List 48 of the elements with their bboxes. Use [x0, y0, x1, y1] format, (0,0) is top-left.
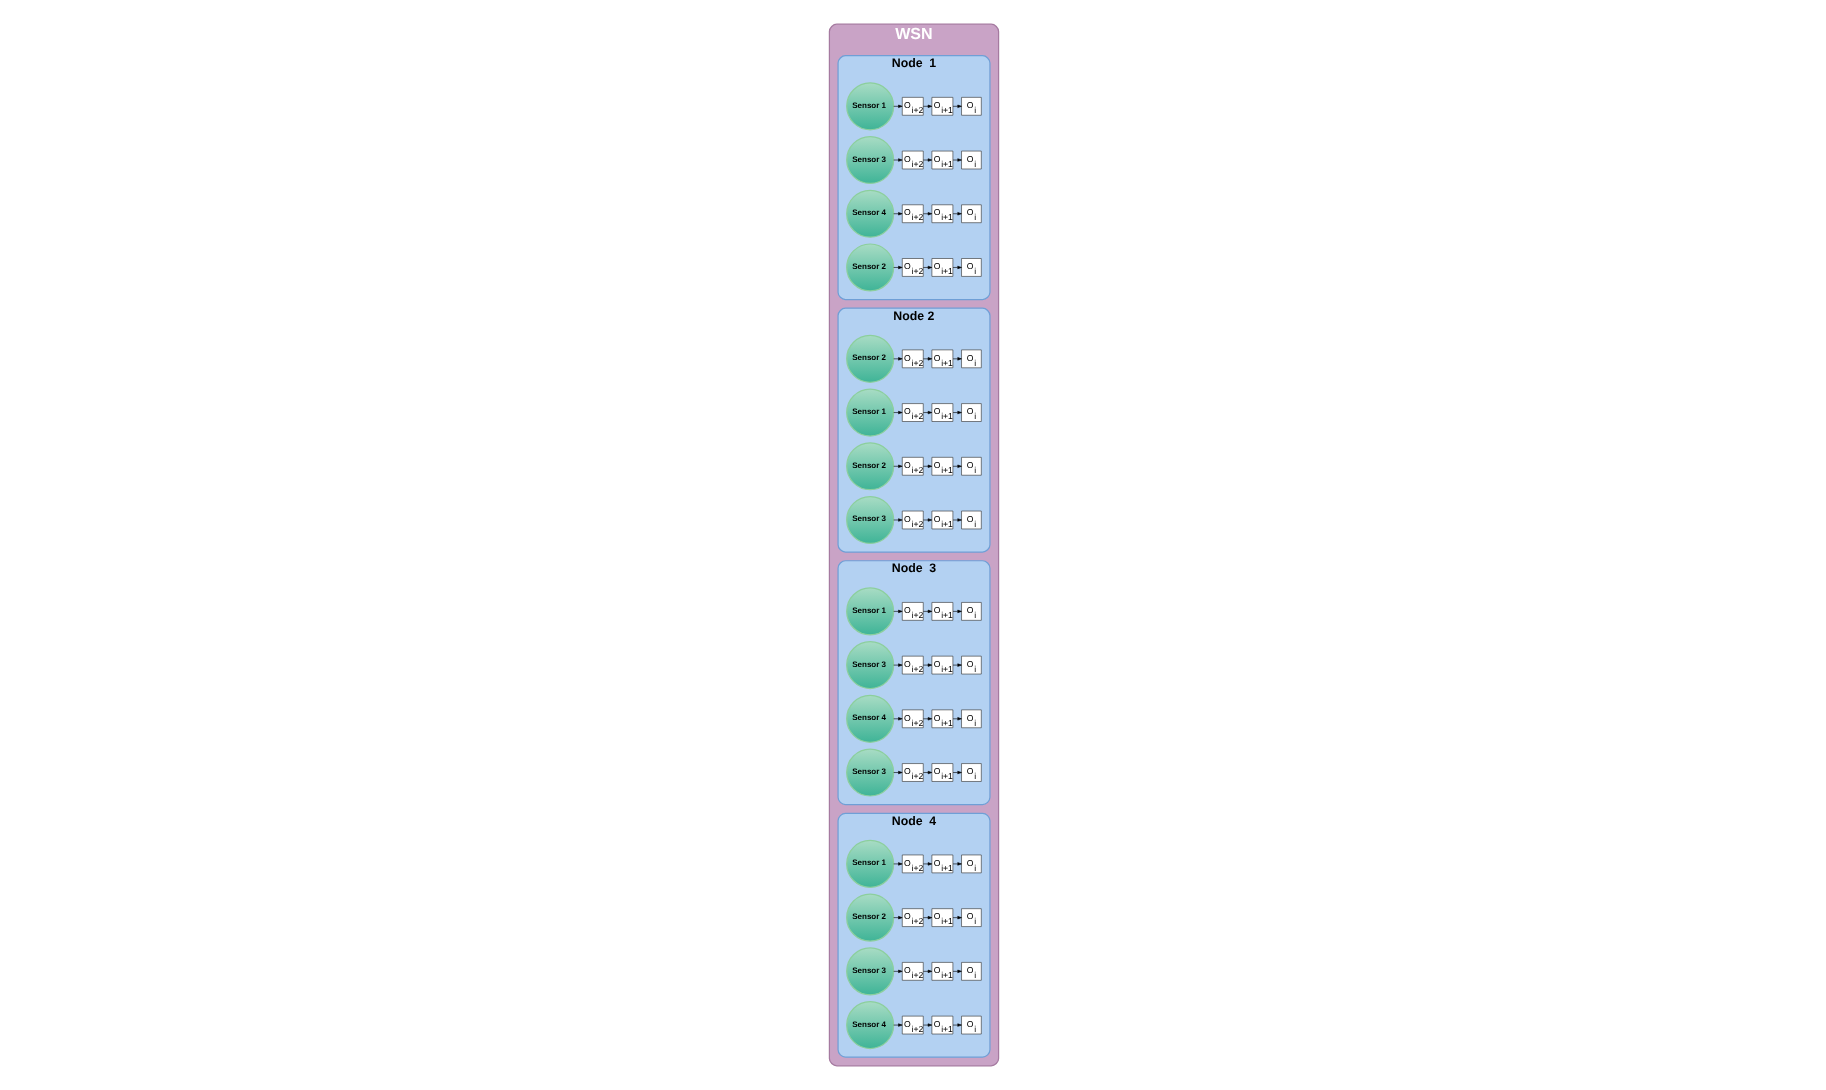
arrow	[922, 862, 932, 866]
arrow	[922, 464, 932, 468]
arrow	[951, 770, 961, 775]
arrow	[951, 717, 961, 721]
arrow	[951, 916, 961, 920]
arrow	[922, 770, 932, 775]
arrow	[892, 609, 902, 613]
arrow	[922, 1023, 932, 1027]
arrow	[951, 265, 961, 270]
arrow	[922, 916, 932, 920]
arrow	[951, 862, 961, 866]
arrow	[951, 464, 961, 468]
arrow	[892, 663, 902, 667]
arrow	[951, 212, 961, 216]
arrow	[951, 410, 961, 415]
arrow	[892, 464, 902, 468]
arrow	[951, 969, 961, 973]
arrow	[892, 158, 902, 162]
arrow	[922, 410, 932, 415]
arrow	[922, 518, 932, 522]
arrow	[922, 969, 932, 973]
arrow	[951, 357, 961, 361]
arrow	[892, 717, 902, 721]
arrow	[892, 212, 902, 216]
arrow	[922, 357, 932, 361]
arrow	[892, 862, 902, 866]
arrow	[892, 410, 902, 415]
arrow	[892, 518, 902, 522]
arrow	[951, 518, 961, 522]
arrow	[892, 770, 902, 775]
arrow	[922, 717, 932, 721]
arrow	[951, 663, 961, 667]
arrow	[892, 265, 902, 270]
arrow	[892, 357, 902, 361]
arrow	[892, 1023, 902, 1027]
arrow	[892, 969, 902, 973]
arrow	[922, 158, 932, 162]
arrow	[922, 265, 932, 270]
arrow	[922, 104, 932, 108]
arrow	[951, 609, 961, 613]
arrow	[951, 104, 961, 108]
arrow	[951, 1023, 961, 1027]
arrow	[922, 609, 932, 613]
arrow	[892, 916, 902, 920]
arrow	[892, 104, 902, 108]
arrow	[951, 158, 961, 162]
arrow	[922, 663, 932, 667]
arrow	[922, 212, 932, 216]
